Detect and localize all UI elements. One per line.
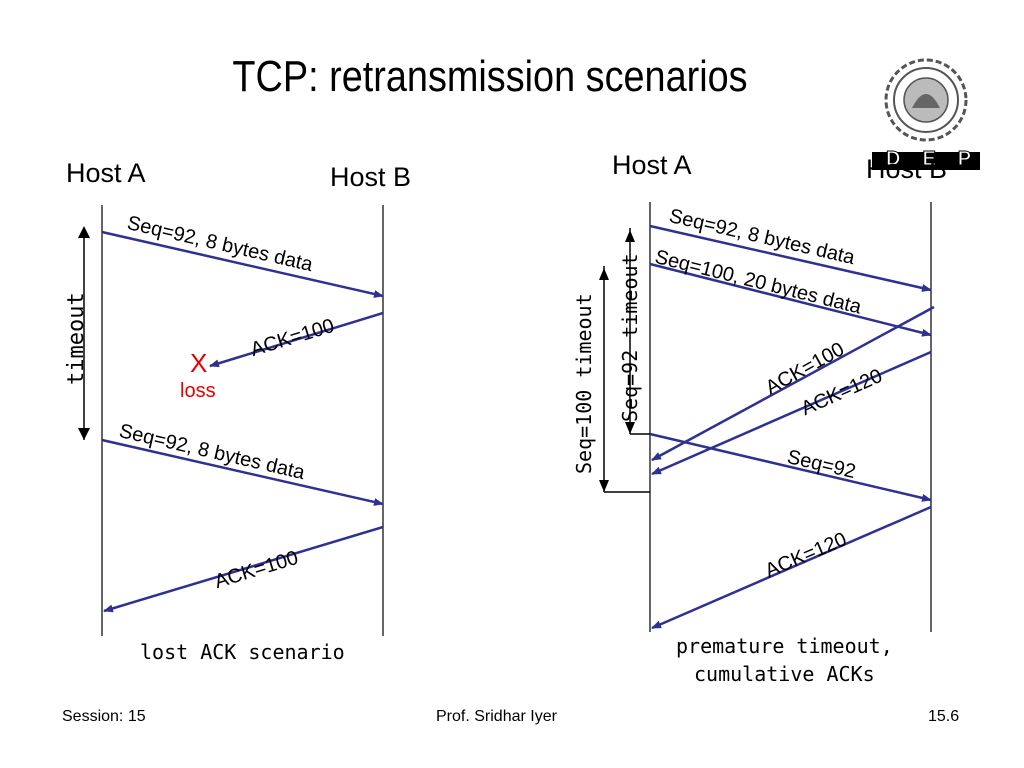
loss-label: loss [180, 380, 216, 402]
right-caption-line1: premature timeout, [676, 634, 893, 658]
right-msg1-arrow [649, 224, 932, 292]
seq100-timeout-bracket [599, 266, 650, 493]
loss-mark: X [190, 348, 208, 378]
seq92-timeout-label: Seq=92 timeout [618, 253, 642, 422]
footer-session: Session: 15 [62, 708, 146, 725]
right-msg3-arrow [649, 432, 932, 502]
left-msg2-arrow [101, 438, 384, 506]
seq92-timeout-bracket [625, 228, 650, 435]
slide-title: TCP: retransmission scenarios [232, 52, 748, 101]
left-msg1-arrow [101, 230, 384, 298]
iit-logo [872, 50, 980, 170]
right-msg2-arrow [649, 262, 932, 337]
right-host-a-label: Host A [612, 150, 692, 180]
footer-author: Prof. Sridhar Iyer [436, 708, 557, 725]
footer-page-number: 15.6 [928, 708, 960, 725]
right-ack1-arrow [651, 305, 935, 462]
seq100-timeout-label: Seq=100 timeout [572, 293, 596, 474]
right-host-b-label: Host B [866, 154, 948, 184]
right-caption-line2: cumulative ACKs [694, 662, 875, 686]
right-ack2-arrow [651, 350, 932, 476]
logo-text: DEP [885, 148, 994, 171]
left-caption: lost ACK scenario [140, 640, 345, 664]
left-ack1-arrow [209, 311, 384, 368]
left-host-a-label: Host A [66, 158, 146, 188]
right-ack3-arrow [651, 505, 932, 630]
left-ack2-arrow [103, 525, 384, 613]
left-host-b-label: Host B [330, 162, 412, 192]
left-timeout-label: timeout [64, 292, 89, 385]
